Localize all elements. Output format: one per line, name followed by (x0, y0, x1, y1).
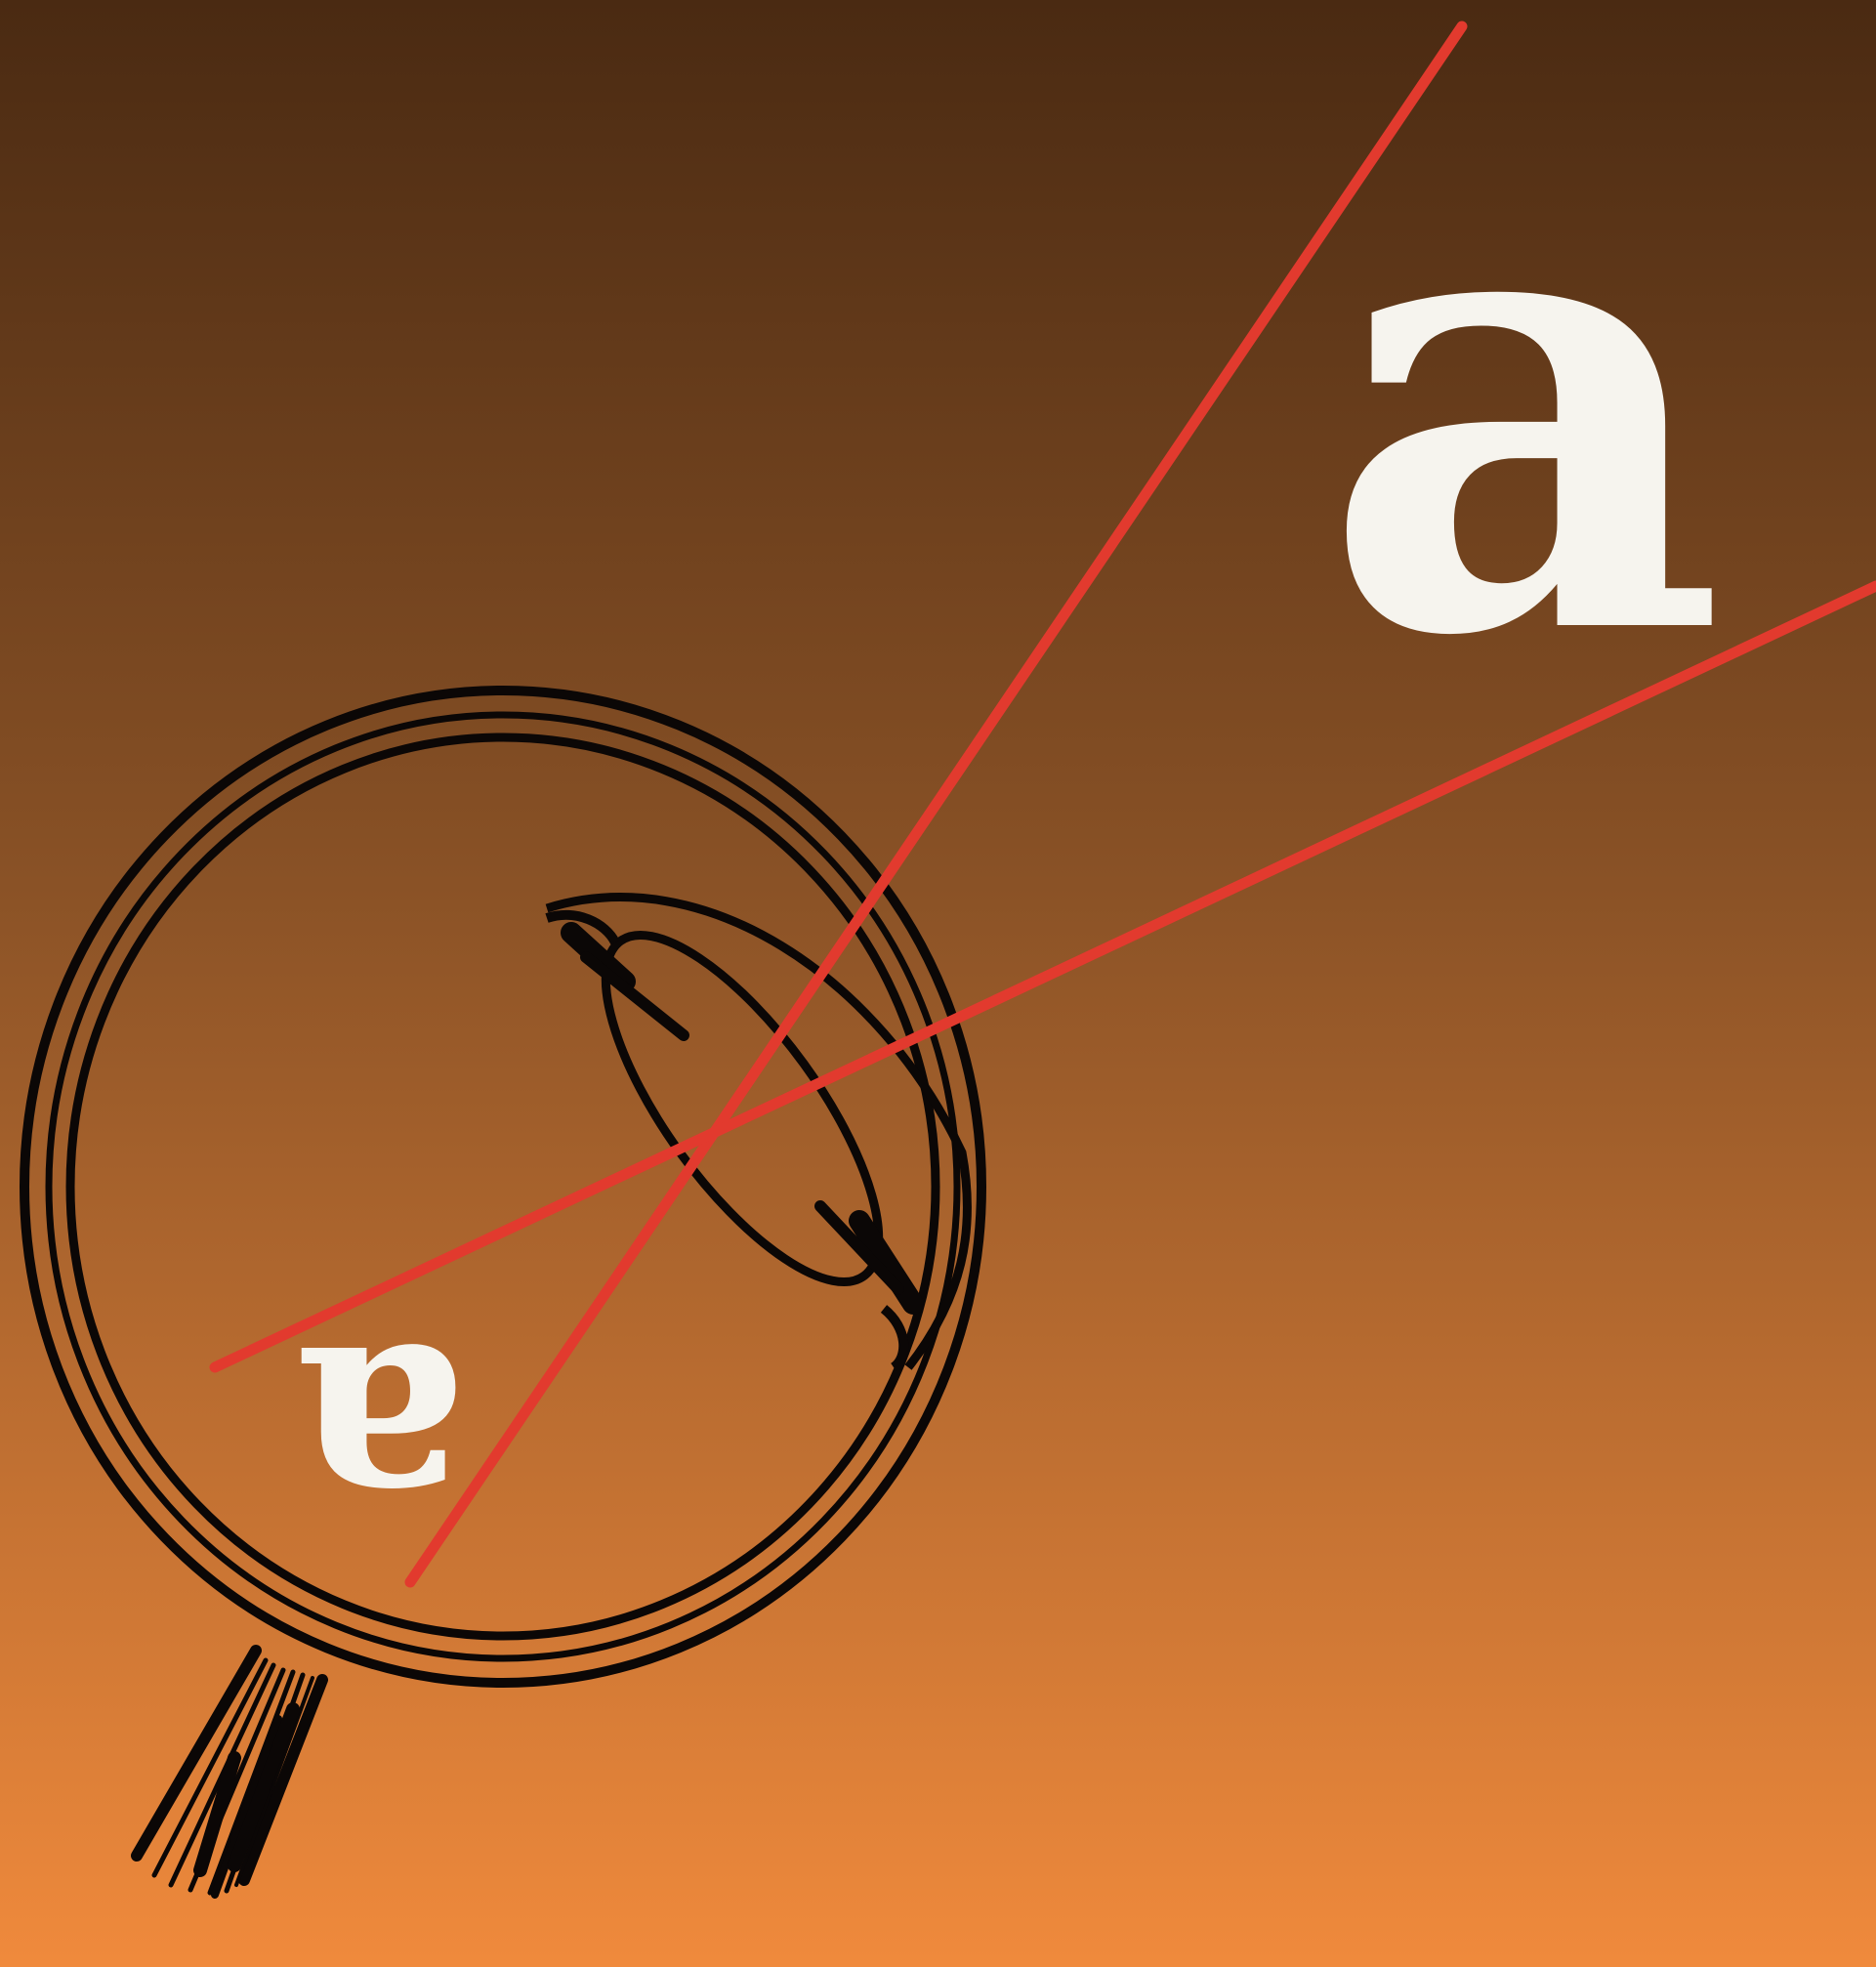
object-letter: a (1321, 38, 1727, 773)
retinal-image-letter: a (296, 1285, 467, 1596)
